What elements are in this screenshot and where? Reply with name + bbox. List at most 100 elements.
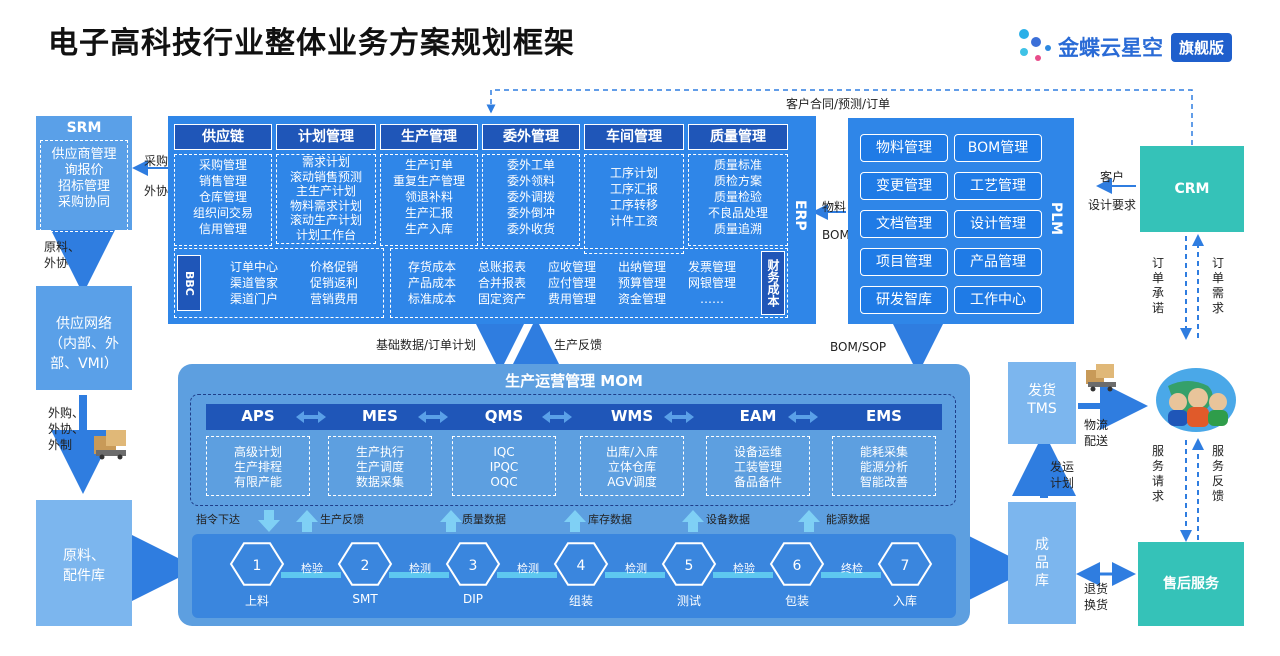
- plm-item: 项目管理: [860, 248, 948, 276]
- finished-goods-store: 成 品 库: [1008, 502, 1076, 624]
- order-demand-label: 订 单 需 求: [1212, 256, 1225, 315]
- step-name: 包装: [784, 594, 809, 608]
- erp-side-label: ERP: [792, 200, 808, 231]
- return-label: 退货: [1084, 582, 1109, 596]
- finance-col: 存货成本 产品成本 标准成本: [397, 259, 467, 307]
- step-link-bar: [605, 572, 665, 578]
- plm-erp-label: 物料: [822, 200, 847, 214]
- step-link-bar: [713, 572, 773, 578]
- erp-item: 需求计划: [301, 155, 350, 169]
- erp-item: 生产汇报: [404, 206, 453, 220]
- outsource-label: 外制: [48, 438, 73, 452]
- erp-item: 计件工资: [609, 214, 658, 228]
- erp-col-items: 委外工单 委外领料 委外调拨 委外倒冲 委外收货: [482, 154, 580, 246]
- erp-item: 委外调拨: [506, 190, 555, 204]
- tms-box: 发货 TMS: [1008, 362, 1076, 444]
- step-hexagon: [553, 542, 609, 586]
- erp-item: 委外收货: [506, 222, 555, 236]
- delivery-truck-icon: [1086, 364, 1116, 392]
- plm-item: 设计管理: [954, 210, 1042, 238]
- step-link-label: 检测: [409, 562, 431, 575]
- package-icon: [94, 430, 126, 460]
- after-sales-box: 售后服务: [1138, 542, 1244, 626]
- mom-detail-item: 能源分析: [859, 460, 908, 474]
- finance-item: 标准成本: [407, 292, 456, 306]
- mom-module-wms: WMS: [610, 407, 654, 425]
- erp-item: 质检方案: [713, 174, 762, 188]
- erp-item: 滚动生产计划: [289, 213, 362, 227]
- outsource-label: 外购、: [48, 406, 85, 420]
- erp-item: 生产订单: [404, 158, 453, 172]
- finance-item: 网银管理: [687, 276, 736, 290]
- plm-item: 工艺管理: [954, 172, 1042, 200]
- erp-item: 质量检验: [713, 190, 762, 204]
- logo-icon: [1019, 29, 1051, 61]
- mom-detail-item: 有限产能: [233, 475, 282, 489]
- bbc-item: 渠道门户: [229, 292, 278, 306]
- erp-item: 工序计划: [609, 166, 658, 180]
- mom-detail-item: 智能改善: [859, 475, 908, 489]
- finance-item: 费用管理: [547, 292, 596, 306]
- erp-col-plan: 计划管理 需求计划 滚动销售预测 主生产计划 物料需求计划 滚动生产计划 计划工…: [276, 124, 376, 244]
- step-link-bar: [389, 572, 449, 578]
- step-name: SMT: [352, 592, 378, 606]
- mom-module-ems: EMS: [866, 407, 902, 425]
- crm-box: CRM: [1140, 146, 1244, 232]
- flow-label: 生产反馈: [320, 513, 364, 526]
- srm-title: SRM: [66, 120, 102, 136]
- erp-col-production: 生产管理 生产订单 重复生产管理 领退补料 生产汇报 生产入库: [380, 124, 478, 246]
- mom-detail-eam: 设备运维工装管理备品备件: [706, 436, 810, 496]
- srm-items: 供应商管理 询报价 招标管理 采购协同: [40, 140, 128, 232]
- bom-sop-label: BOM/SOP: [830, 340, 887, 354]
- erp-item: 滚动销售预测: [289, 169, 362, 184]
- ship-plan-label: 发运: [1050, 460, 1075, 474]
- bbc-item: 促销返利: [309, 276, 358, 290]
- erp-item: 销售管理: [198, 174, 247, 188]
- erp-item: 质量追溯: [713, 222, 762, 236]
- step-number: 1: [252, 558, 262, 574]
- finance-item: 合并报表: [477, 276, 526, 290]
- finance-col: 出纳管理 预算管理 资金管理: [607, 259, 677, 307]
- plm-item: 研发智库: [860, 286, 948, 314]
- step-link-bar: [821, 572, 881, 578]
- mom-module-aps: APS: [241, 407, 275, 425]
- erp-item: 领退补料: [404, 190, 453, 204]
- erp-item: 工序汇报: [609, 182, 658, 196]
- erp-col-outsource: 委外管理 委外工单 委外领料 委外调拨 委外倒冲 委外收货: [482, 124, 580, 246]
- plm-item: 物料管理: [860, 134, 948, 162]
- step-link-bar: [497, 572, 557, 578]
- finance-item: 预算管理: [617, 276, 666, 290]
- erp-item: 仓库管理: [198, 190, 247, 204]
- raw-outsource-label: 原料、: [44, 240, 81, 254]
- erp-header: 车间管理: [584, 124, 684, 150]
- step-number: 7: [900, 558, 910, 574]
- mom-detail-aps: 高级计划生产排程有限产能: [206, 436, 310, 496]
- step-name: 入库: [892, 594, 917, 608]
- erp-item: 主生产计划: [295, 184, 356, 198]
- plm-item: BOM管理: [954, 134, 1042, 162]
- step-number: 4: [576, 558, 586, 574]
- erp-col-items: 生产订单 重复生产管理 领退补料 生产汇报 生产入库: [380, 154, 478, 246]
- process-step-labels: 1 上料 2 SMT 3 DIP 4 组装 5 测试 6 包装 7 入库 检验 …: [192, 534, 956, 618]
- step-link-label: 检验: [733, 562, 755, 575]
- mom-detail-item: 工装管理: [733, 460, 782, 474]
- crm-plm-label: 设计要求: [1088, 198, 1137, 212]
- erp-item: 不良品处理: [707, 206, 768, 220]
- bbc-label: BBC: [177, 255, 201, 311]
- step-link-label: 终检: [841, 562, 863, 575]
- logistics-label: 配送: [1084, 434, 1109, 448]
- srm-arrow-label: 外协: [144, 184, 169, 198]
- step-link-label: 检测: [517, 562, 539, 575]
- plm-item: 产品管理: [954, 248, 1042, 276]
- plm-side-label: PLM: [1048, 202, 1064, 236]
- mom-detail-item: IQC: [493, 445, 515, 459]
- finance-item: 应付管理: [547, 276, 596, 290]
- outsource-label: 外协、: [48, 422, 85, 436]
- bbc-item: 价格促销: [309, 260, 358, 274]
- erp-item: 生产入库: [404, 222, 453, 236]
- step-number: 3: [468, 558, 478, 574]
- bbc-item: 营销费用: [309, 292, 358, 306]
- erp-item: 组织间交易: [192, 206, 253, 220]
